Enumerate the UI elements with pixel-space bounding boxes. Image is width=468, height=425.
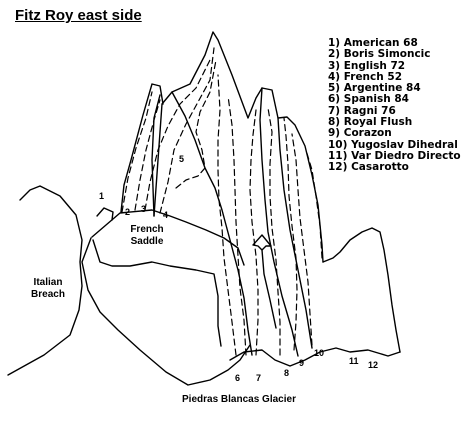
- route-line-1: [121, 91, 153, 213]
- left-buttress-inner: [81, 237, 251, 386]
- legend-item: 6) Spanish 84: [328, 93, 409, 106]
- route-line-3: [144, 59, 211, 211]
- left-buttress-outline: [7, 185, 83, 376]
- french-saddle-label: French Saddle: [124, 224, 170, 248]
- glacier-label: Piedras Blancas Glacier: [182, 394, 296, 405]
- route-number-3: 3: [141, 204, 147, 214]
- left-pillar-outline: [120, 83, 164, 213]
- route-number-5: 5: [179, 154, 185, 164]
- route-legend: 1) American 68 2) Boris Simoncic 3) Engl…: [328, 37, 461, 174]
- legend-item: 12) Casarotto: [328, 161, 409, 174]
- french-saddle-line1: French: [130, 224, 164, 235]
- route-line-11: [291, 133, 313, 346]
- route-number-6: 6: [235, 373, 241, 383]
- legend-item: 9) Corazon: [328, 127, 392, 140]
- notch-feature: [252, 234, 272, 251]
- italian-breach-line2: Breach: [31, 289, 65, 300]
- legend-item: 5) Argentine 84: [328, 82, 421, 95]
- route-number-2: 2: [125, 207, 131, 217]
- route-number-8: 8: [284, 368, 290, 378]
- legend-item: 3) English 72: [328, 59, 406, 72]
- italian-breach-line1: Italian: [33, 277, 63, 288]
- right-pillar-edge: [277, 117, 313, 349]
- route-line-8: [249, 109, 259, 356]
- legend-item: 2) Boris Simoncic: [328, 48, 431, 61]
- route-number-11: 11: [349, 356, 359, 366]
- legend-item: 10) Yugoslav Dihedral: [328, 138, 458, 151]
- route-line-2: [134, 99, 161, 211]
- route-line-12: [305, 149, 323, 259]
- diagram-title: Fitz Roy east side: [15, 7, 142, 24]
- legend-item: 7) Ragni 76: [328, 104, 396, 117]
- notch-crack: [261, 249, 277, 329]
- french-saddle-block: [91, 209, 245, 266]
- route-1-step: [96, 207, 114, 221]
- legend-item: 4) French 52: [328, 70, 403, 83]
- main-tower-outline: [153, 31, 324, 263]
- route-line-4: [159, 47, 215, 214]
- left-pillar-ridge: [151, 94, 161, 217]
- route-number-7: 7: [256, 373, 262, 383]
- route-number-9: 9: [299, 358, 305, 368]
- route-line-6: [217, 74, 237, 356]
- main-couloir: [171, 91, 253, 356]
- right-buttress: [322, 227, 401, 353]
- route-number-4: 4: [163, 210, 169, 220]
- legend-item: 8) Royal Flush: [328, 116, 413, 129]
- central-pillar-edge: [259, 87, 299, 357]
- legend-item: 1) American 68: [328, 37, 418, 49]
- route-number-12: 12: [368, 360, 379, 370]
- route-line-7: [227, 95, 247, 356]
- route-number-1: 1: [99, 191, 105, 201]
- route-number-10: 10: [314, 348, 325, 358]
- route-line-10: [283, 117, 298, 351]
- route-line-9: [267, 107, 281, 356]
- italian-breach-label: Italian Breach: [24, 277, 72, 301]
- french-saddle-line2: Saddle: [130, 236, 164, 247]
- french-saddle-inner: [92, 239, 222, 347]
- base-ridge: [229, 347, 401, 367]
- route-line-5: [175, 59, 217, 189]
- legend-item: 11) Var Diedro Directo: [328, 149, 461, 162]
